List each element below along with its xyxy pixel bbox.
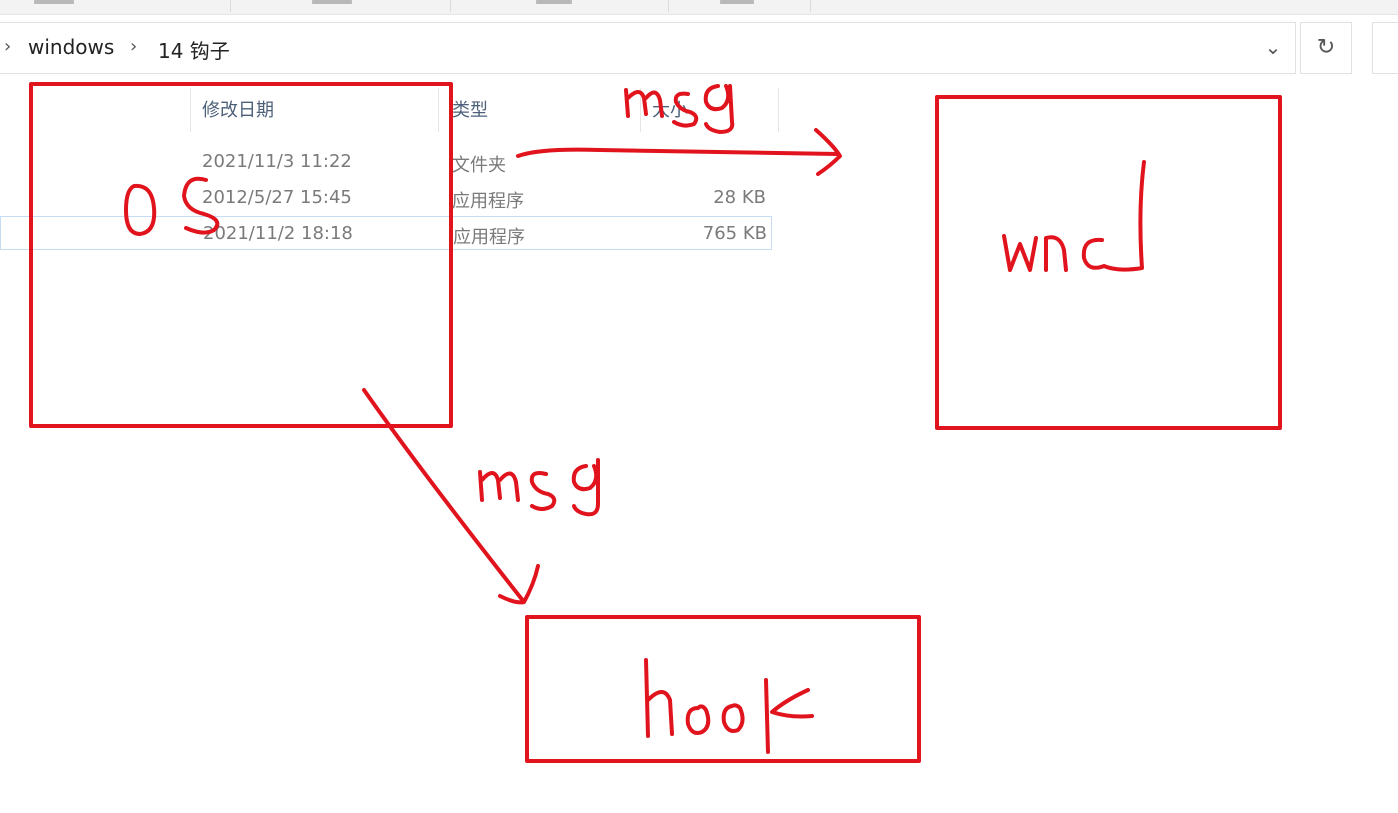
search-box[interactable] bbox=[1372, 22, 1398, 74]
file-size: 28 KB bbox=[713, 187, 766, 208]
file-date: 2012/5/27 15:45 bbox=[202, 187, 352, 208]
file-date: 2021/11/2 18:18 bbox=[203, 223, 353, 244]
column-divider[interactable] bbox=[640, 88, 641, 132]
file-type: 文件夹 bbox=[452, 155, 506, 176]
refresh-icon: ↻ bbox=[1316, 35, 1336, 60]
ribbon-strip bbox=[0, 0, 1398, 15]
ribbon-tab-stub[interactable] bbox=[720, 0, 754, 4]
ribbon-tab-stub[interactable] bbox=[34, 0, 74, 4]
file-size: 765 KB bbox=[702, 223, 767, 244]
column-divider[interactable] bbox=[190, 88, 191, 132]
refresh-button[interactable]: ↻ bbox=[1300, 22, 1352, 74]
column-divider[interactable] bbox=[778, 88, 779, 132]
file-type: 应用程序 bbox=[452, 191, 524, 212]
arrow-os-to-hook bbox=[362, 388, 540, 605]
ribbon-tab-stub[interactable] bbox=[536, 0, 572, 4]
file-row[interactable]: 2012/5/27 15:45 应用程序 28 KB bbox=[0, 180, 772, 214]
file-row[interactable]: 2021/11/3 11:22 文件夹 bbox=[0, 144, 772, 178]
address-bar[interactable]: › windows › 14 钩子 ⌄ bbox=[0, 22, 1296, 74]
breadcrumb-current-folder[interactable]: 14 钩子 bbox=[158, 39, 230, 63]
file-type: 应用程序 bbox=[453, 227, 525, 248]
ribbon-tab-stub[interactable] bbox=[312, 0, 352, 4]
column-size[interactable]: 大小 bbox=[652, 100, 688, 121]
column-type[interactable]: 类型 bbox=[452, 100, 488, 121]
chevron-down-icon[interactable]: ⌄ bbox=[1264, 35, 1282, 59]
msg-bottom-handwriting bbox=[478, 458, 600, 517]
wnd-box bbox=[935, 95, 1282, 430]
hook-handwriting bbox=[644, 658, 814, 754]
column-date-modified[interactable]: 修改日期 bbox=[202, 100, 274, 121]
hook-box bbox=[525, 615, 921, 763]
breadcrumb-windows[interactable]: windows bbox=[28, 35, 115, 59]
file-date: 2021/11/3 11:22 bbox=[202, 151, 352, 172]
chevron-right-icon[interactable]: › bbox=[4, 36, 12, 57]
file-row-selected[interactable]: 2021/11/2 18:18 应用程序 765 KB bbox=[0, 216, 772, 250]
os-box bbox=[29, 82, 453, 428]
ribbon-divider bbox=[668, 0, 669, 12]
wnd-handwriting bbox=[1002, 160, 1146, 272]
ribbon-divider bbox=[230, 0, 231, 12]
ribbon-divider bbox=[810, 0, 811, 12]
ribbon-divider bbox=[450, 0, 451, 12]
chevron-right-icon[interactable]: › bbox=[130, 36, 138, 57]
column-divider[interactable] bbox=[438, 88, 439, 132]
